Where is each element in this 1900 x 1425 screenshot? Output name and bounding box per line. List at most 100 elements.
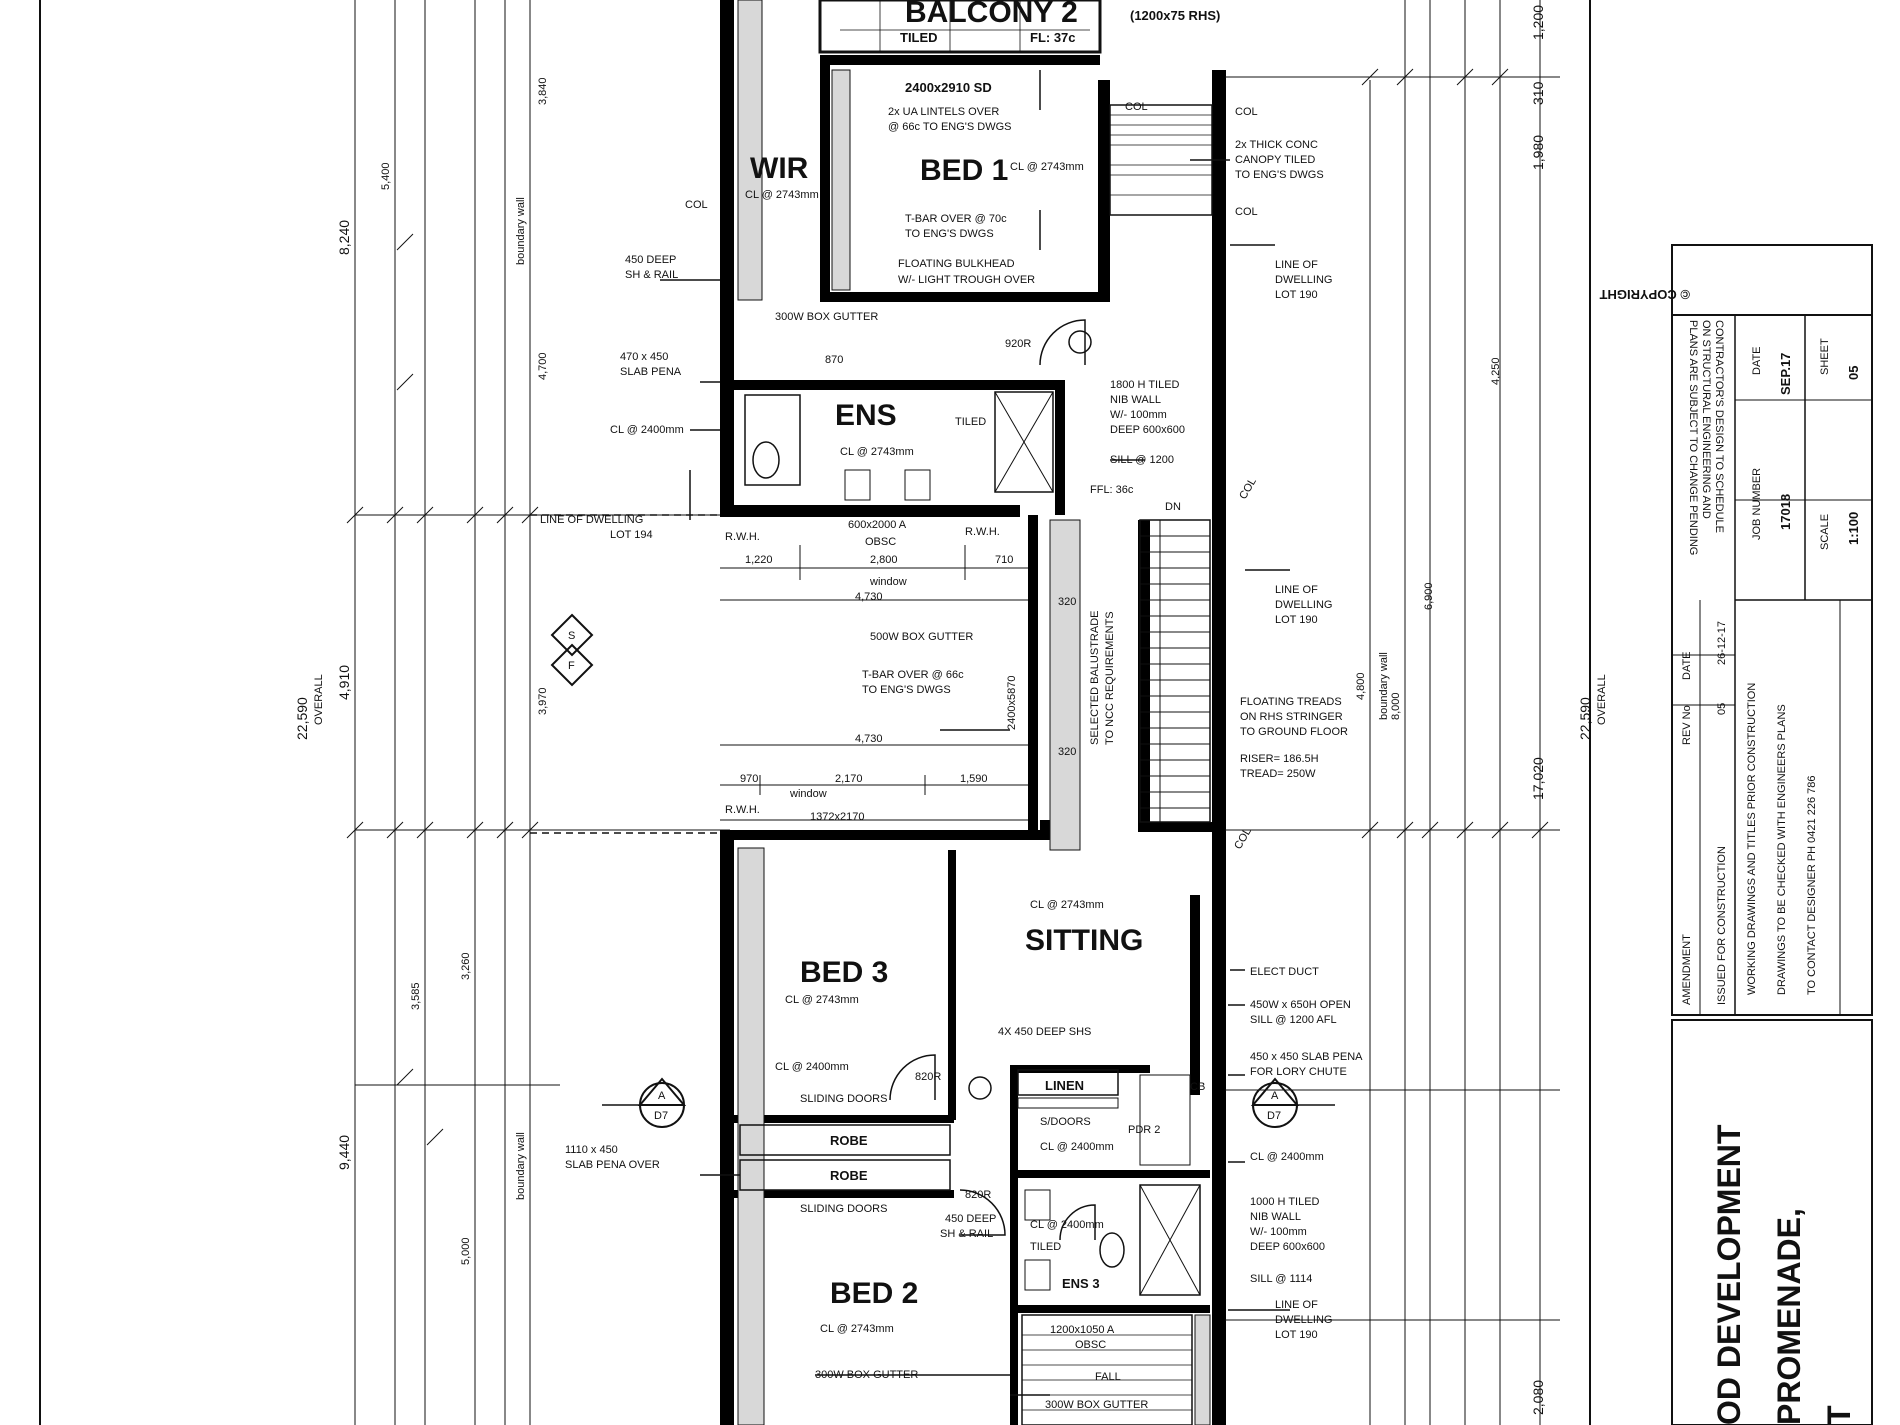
ceiling-wir: CL @ 2743mm — [745, 189, 819, 201]
leader-lines — [660, 70, 1290, 1396]
dim-1980: 1,980 — [1530, 135, 1546, 170]
svg-text:S: S — [568, 630, 575, 642]
scale-value: 1:100 — [1846, 512, 1861, 545]
dim-22590-right: 22,590 — [1577, 697, 1593, 740]
note-ffl: FFL: 36c — [1090, 484, 1134, 496]
note-window-upper: window — [869, 576, 907, 588]
note-gutter-bed2: 300W BOX GUTTER — [815, 1369, 918, 1381]
note-tbar-4: TO ENG'S DWGS — [862, 684, 951, 696]
project-title-1: OD DEVELOPMENT — [1711, 1124, 1747, 1425]
note-bracket: (1200x75 RHS) — [1130, 8, 1220, 23]
note-balustrade-2: TO NCC REQUIREMENTS — [1104, 611, 1116, 745]
ceiling-bed1: CL @ 2743mm — [1010, 161, 1084, 173]
note-lod-11: LOT 190 — [1275, 1329, 1318, 1341]
ceiling-bed3: CL @ 2743mm — [785, 994, 859, 1006]
section-marker-right: A D7 — [1250, 1077, 1335, 1128]
rev-date-label: DATE — [1681, 651, 1693, 680]
dim-2170: 2,170 — [835, 773, 863, 785]
boundary-wall-left-lower: boundary wall — [515, 1132, 527, 1200]
room-linen: LINEN — [1045, 1078, 1084, 1093]
note-sdoors: S/DOORS — [1040, 1116, 1091, 1128]
note-win1: 600x2000 A — [848, 519, 907, 531]
note-open-1: 450W x 650H OPEN — [1250, 999, 1351, 1011]
note-sd: 2400x2910 SD — [905, 80, 992, 95]
job-value: 17018 — [1778, 494, 1793, 530]
rev-value: 05 — [1716, 703, 1728, 715]
room-bed1: BED 1 — [920, 154, 1008, 187]
dim-870: 870 — [825, 354, 843, 366]
note-sill-1: SILL @ 1200 — [1110, 454, 1174, 466]
note-col-left: COL — [685, 199, 708, 211]
note-balustrade-1: SELECTED BALUSTRADE — [1089, 611, 1101, 745]
note-obsc-lower: OBSC — [1075, 1339, 1106, 1351]
amendment-4: TO CONTACT DESIGNER PH 0421 226 786 — [1806, 776, 1818, 995]
note-lod-2: LOT 194 — [610, 529, 653, 541]
note-rwh-upper-right: R.W.H. — [965, 526, 1000, 538]
note-shrail-2: SH & RAIL — [625, 269, 678, 281]
dim-3260: 3,260 — [460, 952, 472, 980]
note-win2: 1372x2170 — [810, 811, 864, 823]
sheet-label: SHEET — [1819, 338, 1831, 375]
dim-4800: 4,800 — [1355, 672, 1367, 700]
dim-710: 710 — [995, 554, 1013, 566]
note-canopy-2: CANOPY TILED — [1235, 154, 1315, 166]
bed1-hatch — [831, 69, 851, 291]
note-obsc-upper: OBSC — [865, 536, 896, 548]
left-dimensions — [346, 0, 730, 1425]
note-lod-9: LINE OF — [1275, 1299, 1318, 1311]
note-gutter-upper: 300W BOX GUTTER — [775, 311, 878, 323]
dim-970: 970 — [740, 773, 758, 785]
note-tread-3: TO GROUND FLOOR — [1240, 726, 1348, 738]
amendment-3: DRAWINGS TO BE CHECKED WITH ENGINEERS PL… — [1776, 704, 1788, 995]
ceiling-sitting: CL @ 2743mm — [1030, 899, 1104, 911]
dim-8000: 8,000 — [1390, 692, 1402, 720]
dim-3840: 3,840 — [537, 77, 549, 105]
note-lod-3: LINE OF — [1275, 259, 1318, 271]
dim-4700: 4,700 — [537, 352, 549, 380]
note-sill-2: SILL @ 1114 — [1250, 1273, 1312, 1285]
room-ens: ENS — [835, 399, 897, 432]
title-block — [1671, 244, 1873, 1425]
right-dimensions — [1225, 0, 1560, 1425]
note-tiled-ens3: TILED — [1030, 1241, 1061, 1253]
disclaimer-2: ON STRUCTURAL ENGINEERING AND — [1700, 320, 1712, 519]
note-canopy-1: 2x THICK CONC — [1235, 139, 1318, 151]
note-shelves: 4X 450 DEEP SHS — [998, 1026, 1091, 1038]
note-slab-5: 1110 x 450 — [565, 1144, 618, 1156]
note-col-right-2: COL — [1235, 206, 1258, 218]
void-dims — [720, 545, 1028, 821]
dim-320-lower: 320 — [1058, 746, 1076, 758]
stairs — [1139, 519, 1211, 823]
robes — [739, 1069, 1119, 1191]
note-rwh-lower: R.W.H. — [725, 804, 760, 816]
note-col-canopy: COL — [1125, 101, 1148, 113]
svg-text:F: F — [568, 660, 575, 672]
door-820-lower: 820R — [965, 1189, 991, 1201]
note-nib-8: DEEP 600x600 — [1250, 1241, 1325, 1253]
svg-text:A: A — [658, 1090, 666, 1102]
ceiling-ens3: CL @ 2400mm — [1030, 1219, 1104, 1231]
dim-4730-lower: 4,730 — [855, 733, 883, 745]
note-tread-5: TREAD= 250W — [1240, 768, 1316, 780]
level-marker: S F — [550, 613, 594, 687]
dim-6900: 6,900 — [1423, 582, 1435, 610]
dim-1590: 1,590 — [960, 773, 988, 785]
note-lod-4: DWELLING — [1275, 274, 1332, 286]
dim-4250: 4,250 — [1490, 357, 1502, 385]
note-rwh-upper-left: R.W.H. — [725, 531, 760, 543]
note-slabpen-2: SLAB PENA — [620, 366, 682, 378]
rev-date-value: 26-12-17 — [1716, 621, 1728, 665]
door-820-upper: 820R — [915, 1071, 941, 1083]
note-shrail-1: 450 DEEP — [625, 254, 676, 266]
door-tag-lower — [968, 1076, 992, 1100]
dim-overall-right: OVERALL — [1596, 674, 1608, 725]
note-nib-1: 1800 H TILED — [1110, 379, 1180, 391]
dim-3970: 3,970 — [537, 687, 549, 715]
dim-1220: 1,220 — [745, 554, 773, 566]
dim-1200: 1,200 — [1530, 5, 1546, 40]
dim-4730-upper: 4,730 — [855, 591, 883, 603]
note-window-lower: window — [789, 788, 827, 800]
svg-text:D7: D7 — [654, 1110, 668, 1122]
note-cupboard: CB — [1190, 1081, 1205, 1093]
